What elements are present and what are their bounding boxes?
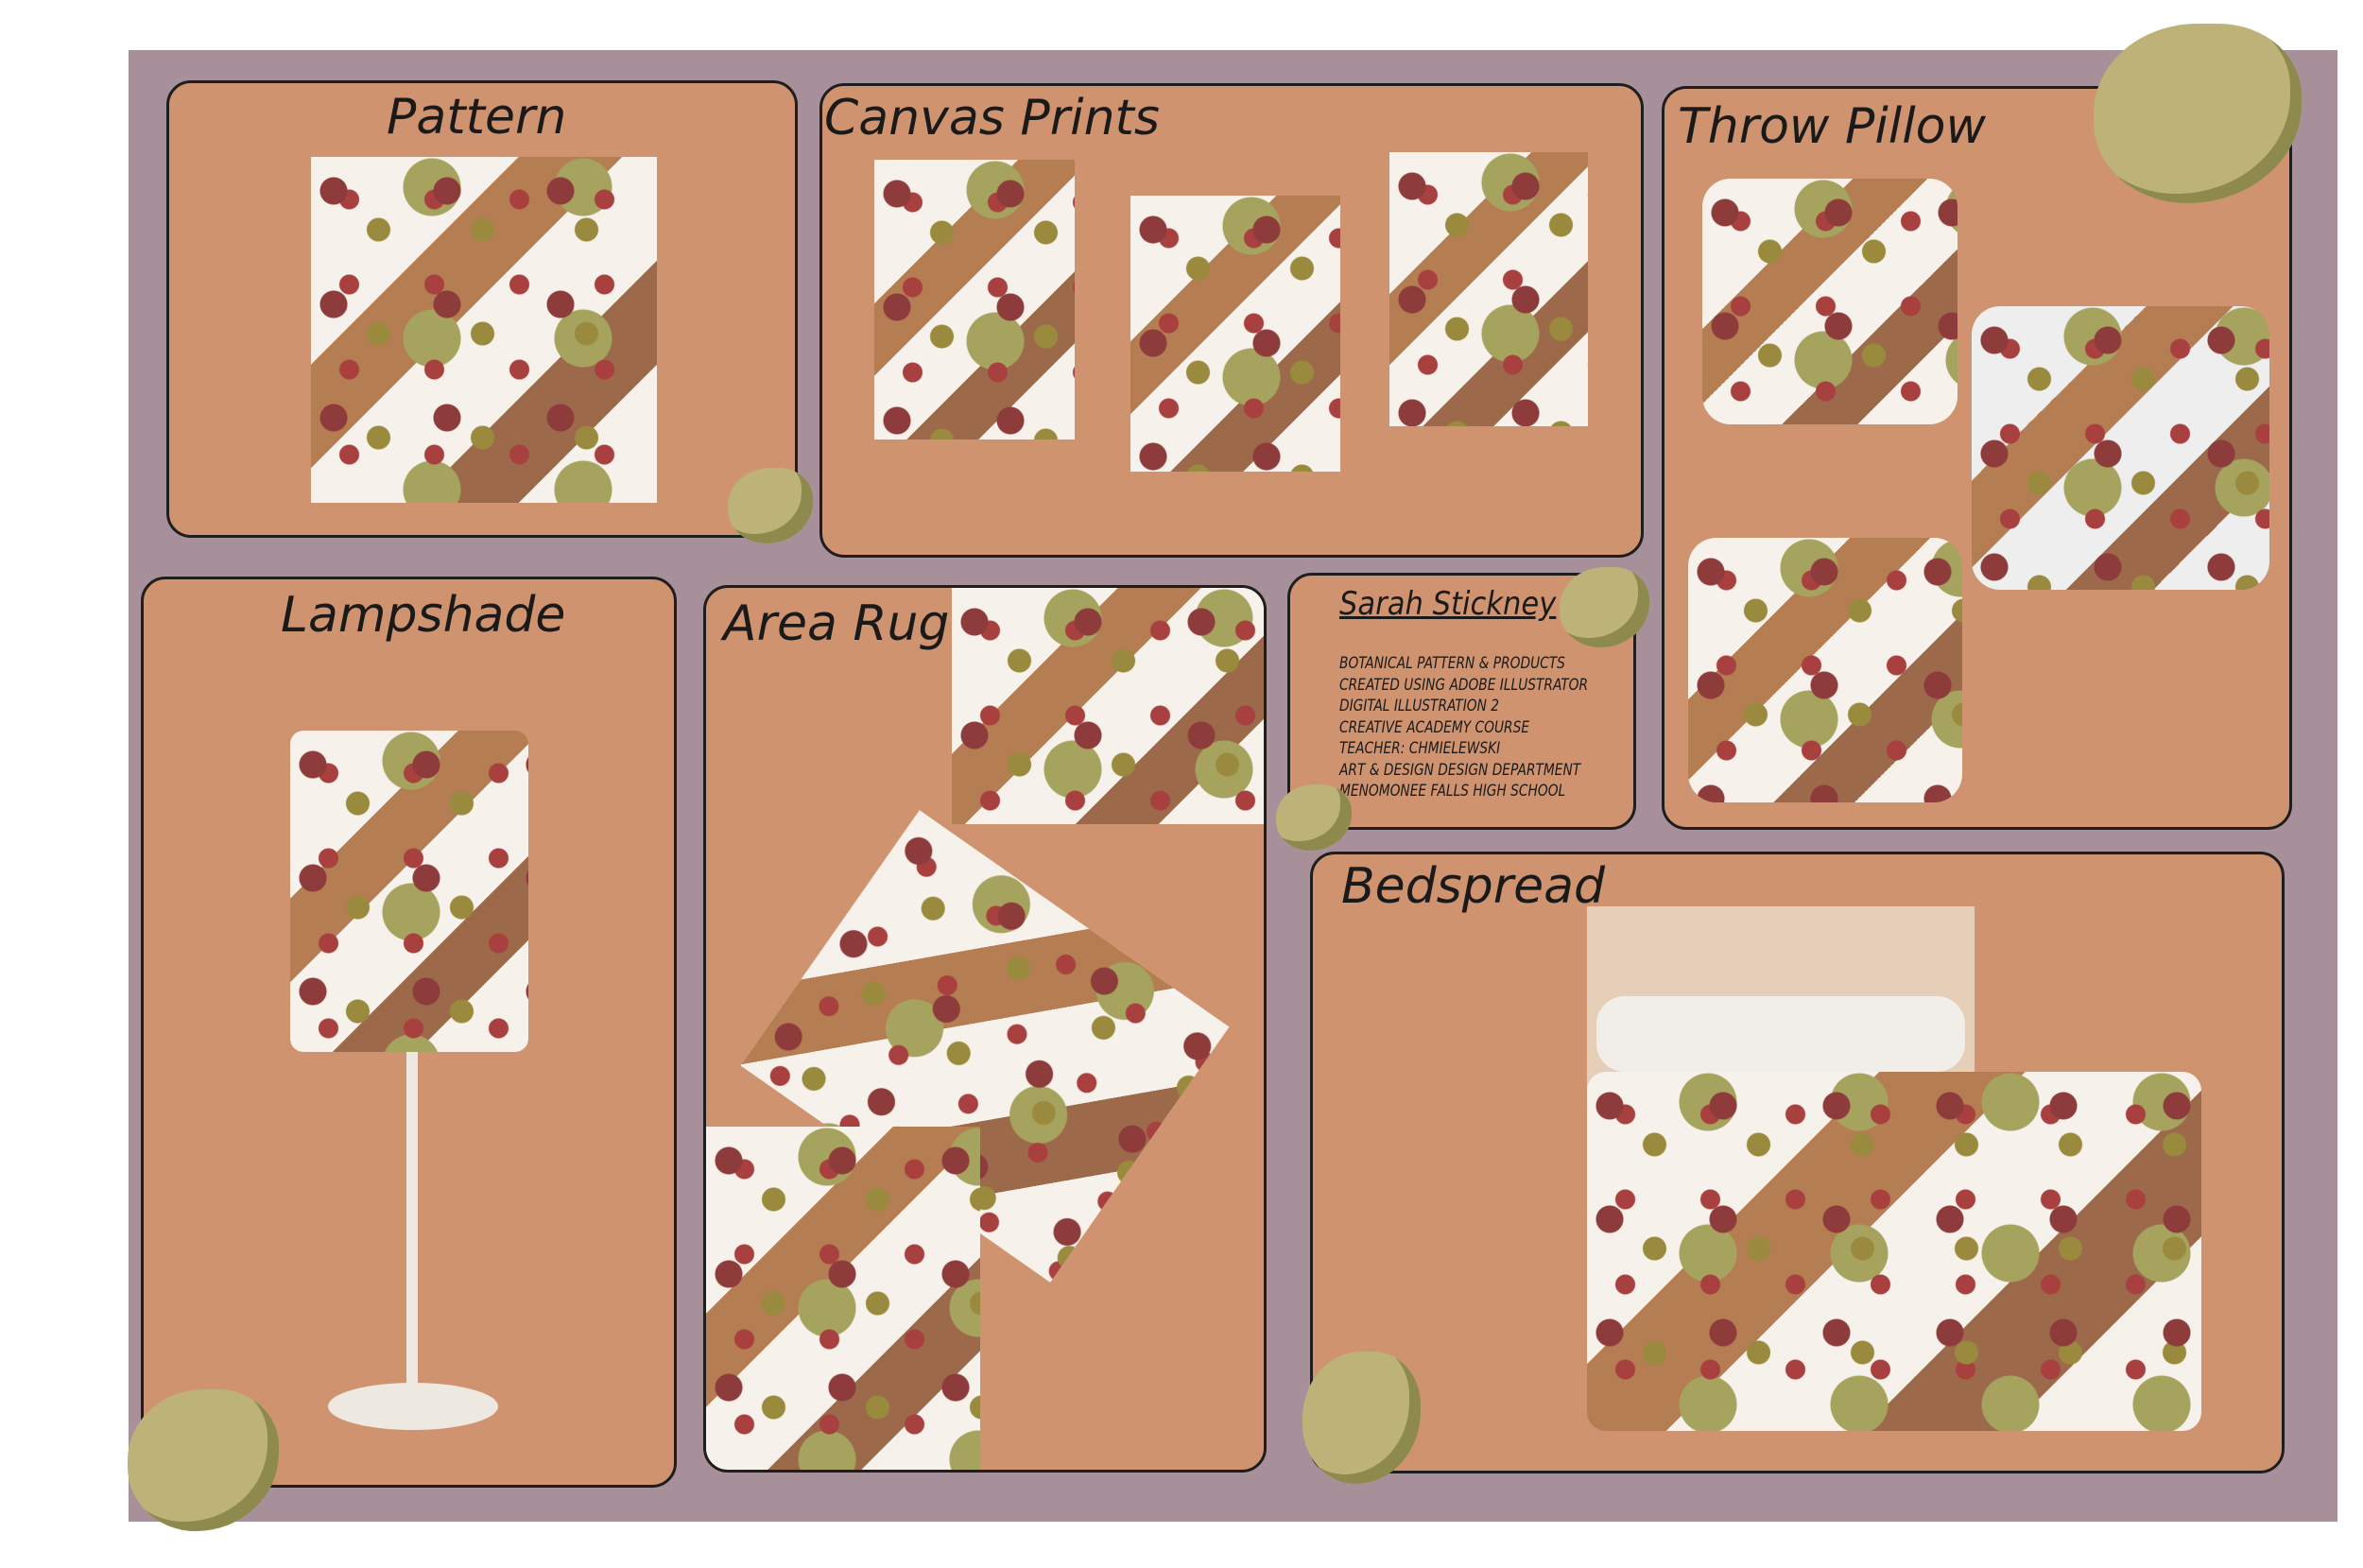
leaf-decoration-icon — [2094, 24, 2302, 203]
info-line: DIGITAL ILLUSTRATION 2 — [1339, 697, 1500, 715]
info-line: CREATED USING ADOBE ILLUSTRATOR — [1339, 675, 1589, 695]
project-description: BOTANICAL PATTERN & PRODUCTS CREATED USI… — [1339, 653, 1588, 802]
artist-name: Sarah Stickney — [1339, 585, 1557, 623]
canvas-print-image — [1130, 196, 1340, 472]
panel-title: Throw Pillow — [1678, 98, 1987, 155]
info-line: TEACHER: CHMIELEWSKI — [1339, 739, 1501, 758]
pattern-swatch-image — [311, 157, 657, 503]
pillow-image — [1972, 306, 2269, 590]
bedspread-panel: Bedspread — [1310, 852, 2285, 1473]
pillow-image — [1688, 538, 1962, 802]
leaf-decoration-icon — [1302, 1352, 1421, 1484]
area-rug-panel: Area Rug — [703, 585, 1267, 1473]
canvas-prints-panel: Canvas Prints — [819, 83, 1644, 558]
canvas-print-image — [874, 160, 1075, 439]
leaf-decoration-icon — [128, 1389, 279, 1531]
lampshade-image — [290, 731, 528, 1052]
pillow-image — [1702, 179, 1958, 424]
leaf-decoration-icon — [1560, 567, 1649, 647]
info-line: CREATIVE ACADEMY COURSE — [1339, 717, 1530, 737]
panel-title: Bedspread — [1341, 858, 1606, 915]
panel-title: Area Rug — [723, 595, 950, 652]
pillows — [1596, 996, 1965, 1072]
panel-title: Pattern — [387, 89, 567, 146]
panel-title: Lampshade — [281, 587, 566, 644]
rug-corner-image — [706, 1127, 980, 1470]
rug-corner-image — [952, 588, 1264, 824]
lamp-stem — [406, 1052, 418, 1387]
lamp-base — [328, 1383, 498, 1430]
throw-pillow-panel: Throw Pillow — [1662, 86, 2292, 830]
pattern-panel: Pattern — [166, 80, 798, 538]
info-line: BOTANICAL PATTERN & PRODUCTS — [1339, 654, 1565, 673]
info-line: MENOMONEE FALLS HIGH SCHOOL — [1339, 782, 1566, 801]
lampshade-panel: Lampshade — [141, 577, 677, 1488]
info-line: ART & DESIGN DESIGN DEPARTMENT — [1339, 760, 1581, 780]
canvas-print-image — [1389, 152, 1588, 426]
bedspread-image — [1587, 1072, 2201, 1431]
leaf-decoration-icon — [728, 468, 813, 543]
leaf-decoration-icon — [1276, 784, 1352, 851]
panel-title: Canvas Prints — [824, 90, 1161, 146]
